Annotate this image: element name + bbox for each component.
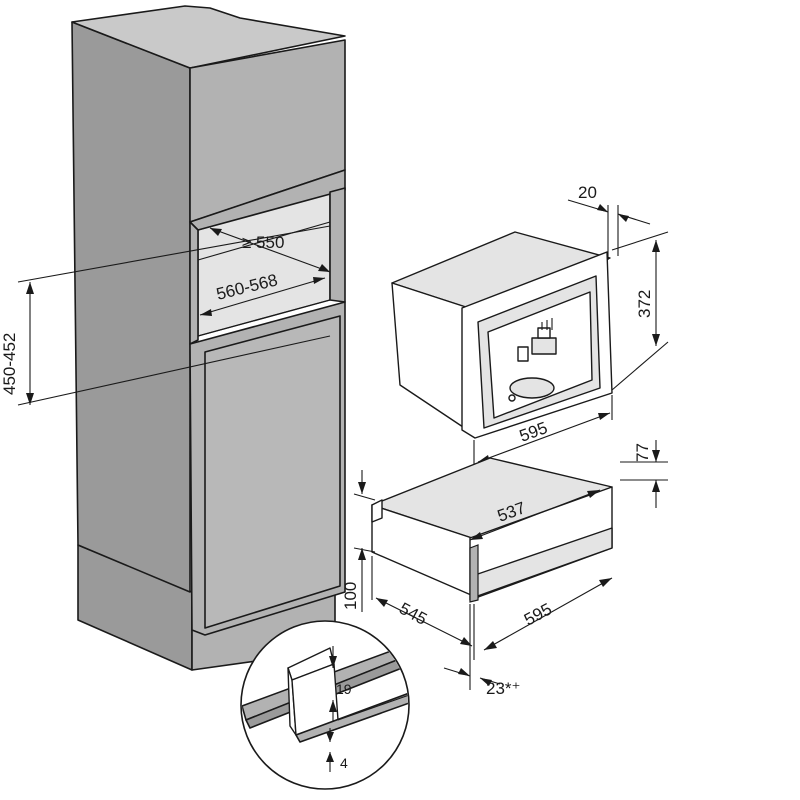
label-appliance-height: 372 [635,290,654,318]
niche-frame-left [189,221,199,345]
cabinet-side-panel [71,21,191,593]
label-drawer-gap: 77 [633,443,652,462]
label-niche-height: 450-452 [0,333,19,395]
coffee-machine [391,231,613,439]
label-drawer-front-offset: 23*⁺ [486,679,521,698]
coffee-spout [531,337,557,355]
niche-frame-right [329,187,346,303]
label-drawer-height: 100 [341,582,360,610]
warming-drawer [371,457,613,603]
label-front-thickness: 20 [578,183,597,202]
tall-cabinet [71,5,346,671]
label-niche-depth: ≥ 550 [242,233,284,252]
label-detail-step: 19 [336,681,352,697]
drip-tray [509,377,555,399]
label-drawer-width: 595 [521,599,555,629]
label-drawer-depth: 545 [396,599,430,629]
detail-view: 19 4 [240,620,410,790]
label-detail-gap: 4 [340,755,348,771]
